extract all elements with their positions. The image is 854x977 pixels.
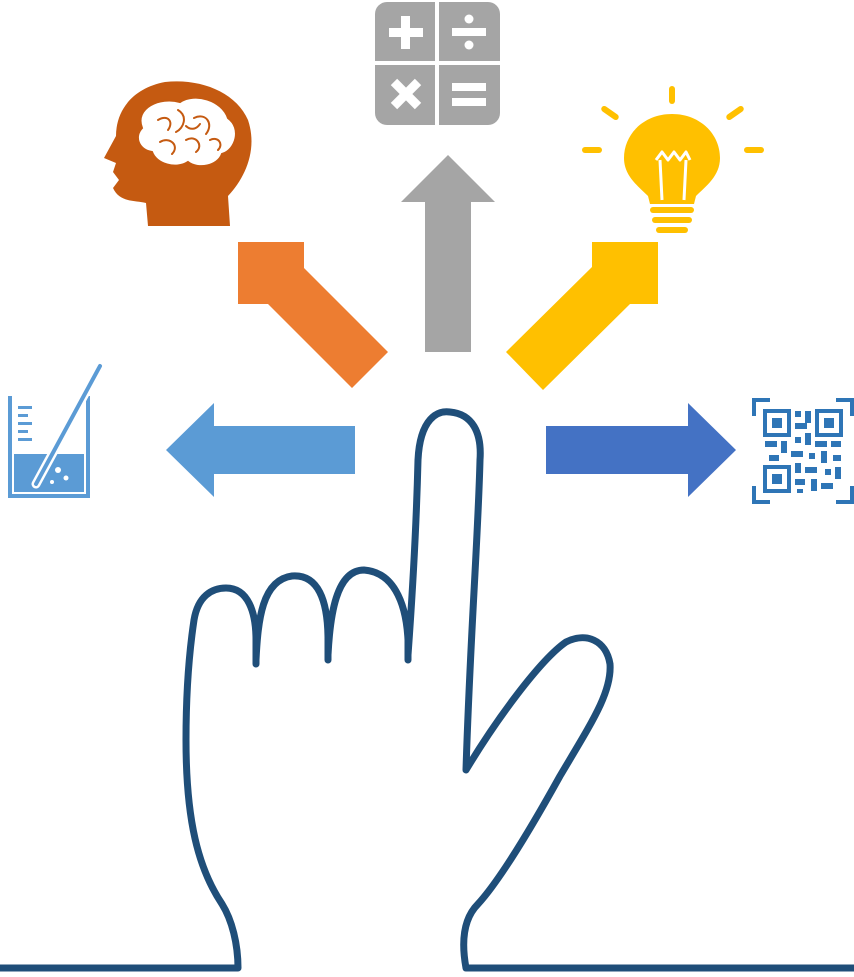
beaker-icon bbox=[8, 361, 105, 498]
brain-head-icon bbox=[104, 81, 252, 226]
arrow-up bbox=[401, 155, 495, 352]
arrow-up-right bbox=[506, 242, 658, 390]
arrow-left bbox=[166, 403, 355, 497]
pointing-hand-icon bbox=[0, 408, 854, 972]
qr-code-icon bbox=[752, 398, 854, 504]
calculator-icon bbox=[375, 2, 500, 125]
lightbulb-icon bbox=[582, 86, 764, 233]
arrow-right bbox=[546, 403, 736, 497]
arrow-up-left bbox=[238, 242, 388, 388]
